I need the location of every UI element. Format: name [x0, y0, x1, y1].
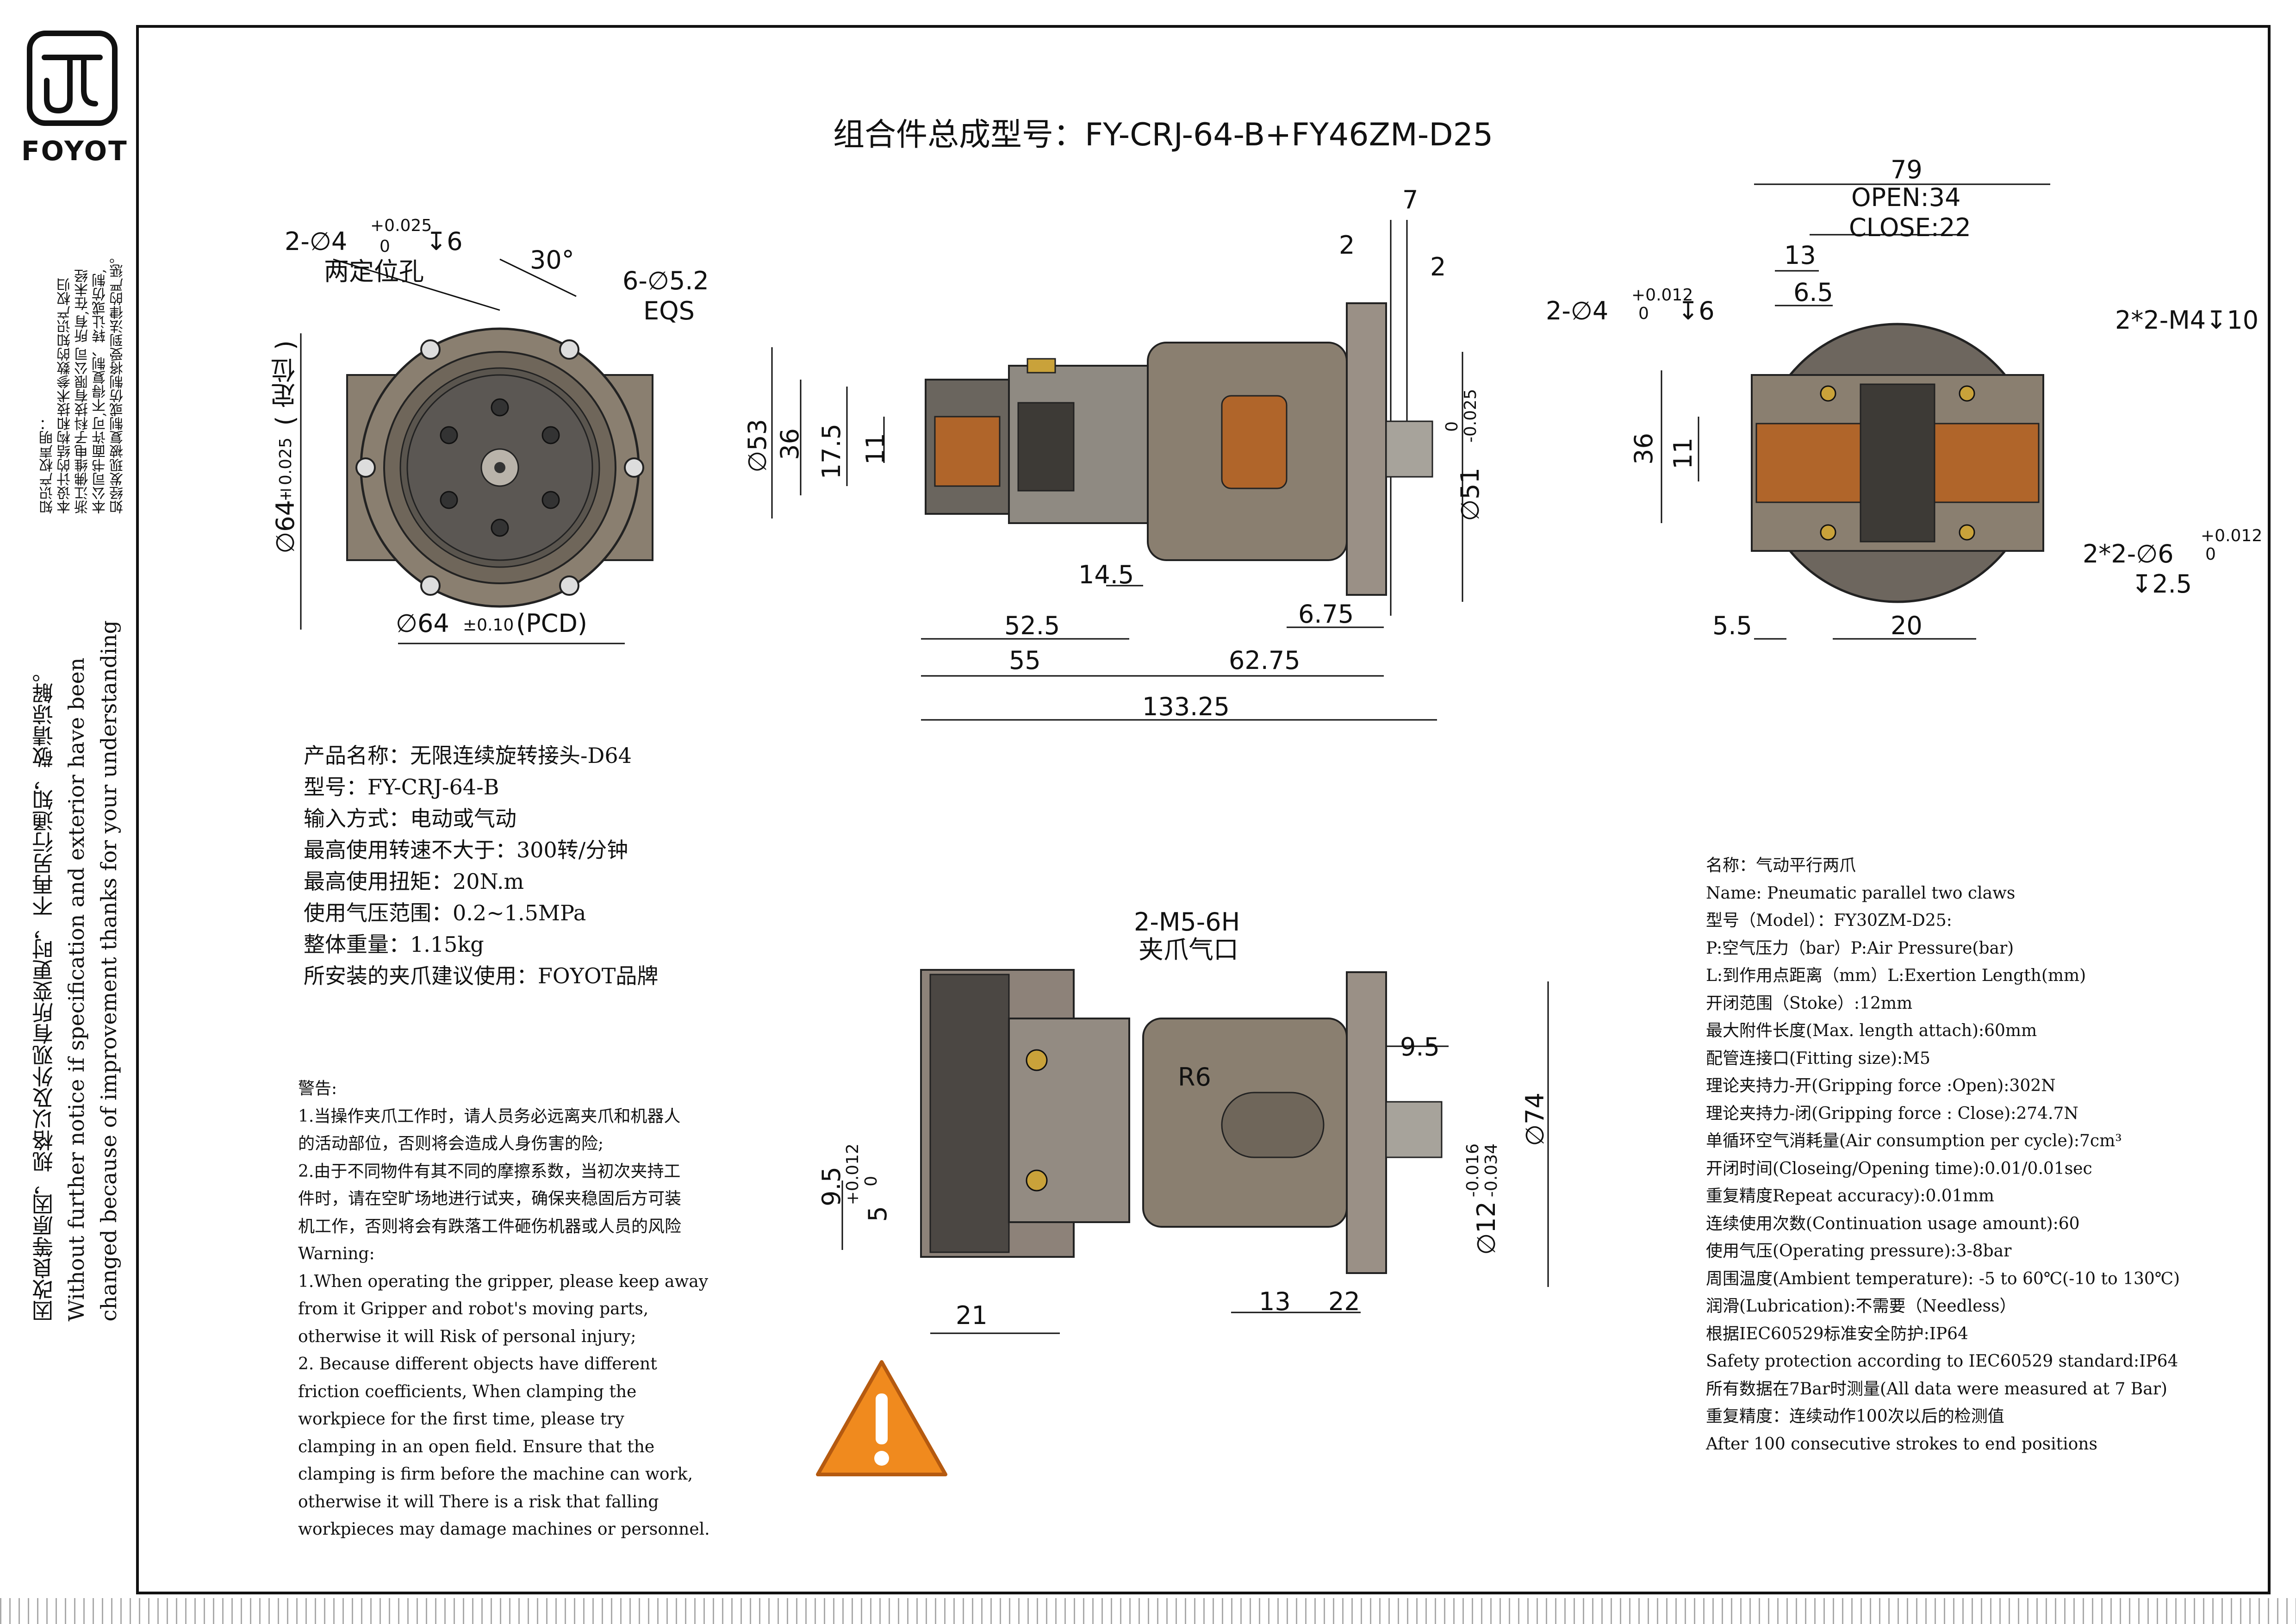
side-d14-5: 14.5 [1078, 560, 1134, 589]
bottom-d5: 5 [863, 1206, 892, 1222]
warning-triangle-icon [816, 1360, 947, 1476]
bottom-r6: R6 [1178, 1062, 1211, 1092]
right-pins: 2*2-∅6 [2083, 539, 2174, 568]
front-holes-tol-lower: 0 [380, 237, 390, 256]
bottom-ports-note: 夹爪气口 [1139, 935, 1238, 964]
right-d13: 13 [1784, 241, 1816, 270]
dimension-lines [300, 183, 2050, 1334]
foyot-logo-icon [27, 31, 118, 126]
side-d62-75: 62.75 [1229, 646, 1300, 675]
right-pins-tol-lower: 0 [2205, 545, 2216, 564]
right-open: OPEN:34 [1851, 183, 1961, 212]
warning-text: 警告: 1.当操作夹爪工作时，请人员务必远离夹爪和机器人 的活动部位，否则将会造… [298, 1079, 710, 1539]
right-holes-tol-upper: +0.012 [1631, 286, 1693, 305]
side-d11: 11 [861, 433, 890, 465]
side-d7: 7 [1402, 185, 1419, 214]
right-view [1751, 323, 2044, 603]
front-dia-tol: ±0.025 [276, 437, 295, 505]
bottom-d9-5b-tol-lower: 0 [862, 1176, 881, 1187]
bottom-d12: ∅12 [1472, 1201, 1501, 1255]
front-dia-note: ( 定位 ) [271, 340, 300, 426]
right-holes-depth: ↧6 [1678, 296, 1715, 325]
right-d6-5: 6.5 [1793, 278, 1833, 307]
front-holes: 2-∅4 [285, 227, 348, 256]
front-pcd: ∅64 [396, 609, 449, 638]
front-holes-note: 两定位孔 [324, 257, 424, 286]
bottom-view [920, 969, 1443, 1274]
product-info: 产品名称：无限连续旋转接头-D64 型号：FY-CRJ-64-B 输入方式：电动… [304, 743, 659, 988]
front-view [346, 327, 653, 608]
right-d36: 36 [1629, 433, 1658, 465]
right-pins-depth: ↧2.5 [2131, 569, 2192, 599]
scale-ruler [0, 1598, 2296, 1624]
right-holes-tol-lower: 0 [1638, 304, 1649, 323]
right-close: CLOSE:22 [1849, 213, 1971, 242]
right-m4: 2*2-M4↧10 [2115, 306, 2259, 335]
side-d51: ∅51 [1456, 468, 1485, 521]
bottom-d21: 21 [956, 1301, 988, 1330]
side-d55: 55 [1009, 646, 1041, 675]
side-view [925, 302, 1433, 596]
front-pcd-note: (PCD) [516, 609, 587, 638]
bottom-d74: ∅74 [1520, 1093, 1549, 1146]
bottom-d12-tol-upper: -0.016 [1463, 1143, 1482, 1198]
front-mount-holes: 6-∅5.2 [622, 266, 709, 295]
right-d11: 11 [1668, 437, 1698, 469]
side-d17-5: 17.5 [817, 424, 846, 480]
right-d5-5: 5.5 [1712, 611, 1752, 640]
right-d20: 20 [1891, 611, 1923, 640]
front-angle: 30° [530, 245, 574, 275]
side-d53: ∅53 [743, 419, 772, 473]
front-holes-depth: ↧6 [426, 227, 463, 256]
side-d133-25: 133.25 [1142, 692, 1230, 721]
bottom-ports: 2-M5-6H [1134, 907, 1240, 937]
bottom-d22: 22 [1328, 1287, 1360, 1316]
bottom-d12-tol-lower: -0.034 [1482, 1143, 1501, 1198]
bottom-d9-5b-tol-upper: +0.012 [843, 1143, 862, 1206]
side-d51-tol-upper: 0 [1443, 421, 1462, 432]
front-dia: ∅64 [271, 500, 300, 554]
gripper-info: 名称：气动平行两爪 Name: Pneumatic parallel two c… [1706, 856, 2180, 1454]
page-title: 组合件总成型号：FY-CRJ-64-B+FY46ZM-D25 [833, 117, 1493, 153]
side-d52-5: 52.5 [1004, 611, 1060, 640]
right-holes: 2-∅4 [1546, 296, 1609, 325]
front-mount-eqs: EQS [643, 296, 695, 325]
front-holes-tol-upper: +0.025 [370, 216, 432, 235]
side-d36: 36 [775, 428, 804, 460]
brand-name: FOYOT [21, 135, 128, 167]
front-pcd-tol: ±0.10 [463, 616, 514, 635]
side-d51-tol-lower: -0.025 [1461, 389, 1480, 443]
side-d2a: 2 [1339, 231, 1355, 260]
bottom-d13: 13 [1259, 1287, 1291, 1316]
bottom-d9-5: 9.5 [1400, 1032, 1440, 1062]
bottom-d9-5b: 9.5 [817, 1167, 846, 1206]
drawing-frame [136, 25, 2271, 1594]
right-d79: 79 [1891, 155, 1923, 184]
side-d2b: 2 [1430, 252, 1446, 281]
right-pins-tol-upper: +0.012 [2201, 526, 2263, 545]
side-d6-75: 6.75 [1298, 600, 1354, 629]
